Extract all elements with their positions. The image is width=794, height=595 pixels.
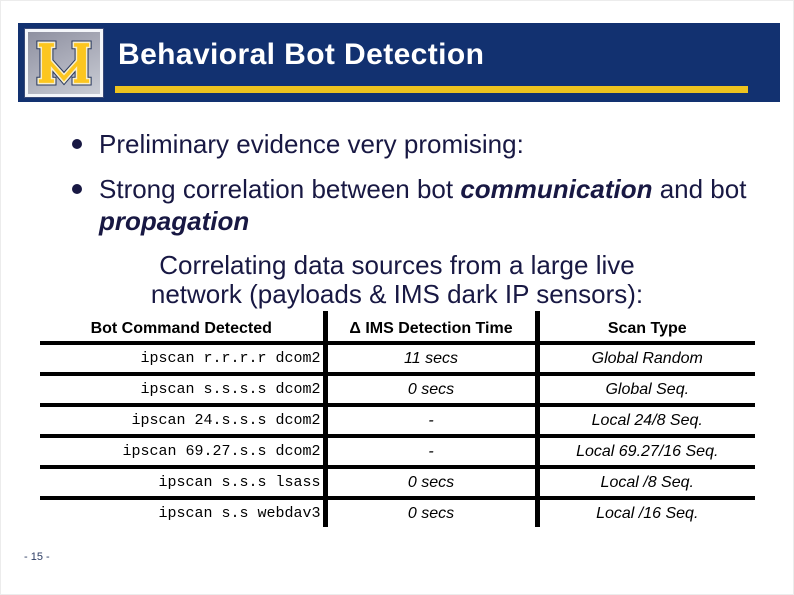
table-caption-line2: network (payloads & IMS dark IP sensors)… (150, 279, 644, 310)
cell-time: 0 secs (322, 467, 540, 500)
bullet-icon (72, 139, 82, 149)
table-caption-line1: Correlating data sources from a large li… (159, 250, 635, 280)
cell-command: ipscan r.r.r.r dcom2 (40, 343, 325, 376)
cell-scan-type: Local /8 Seq. (537, 467, 755, 500)
cell-command: ipscan s.s.s lsass (40, 467, 325, 500)
table-row: ipscan s.s.s.s dcom2 0 secs Global Seq. (40, 374, 755, 407)
column-header-scan-type: Scan Type (537, 311, 755, 345)
bullet-text: Preliminary evidence very promising: (99, 129, 524, 159)
cell-time: 0 secs (322, 374, 540, 407)
column-header-bot-command: Bot Command Detected (40, 311, 325, 345)
table-row: ipscan r.r.r.r dcom2 11 secs Global Rand… (40, 343, 755, 376)
cell-time: - (322, 405, 540, 438)
column-header-detection-time: Δ IMS Detection Time (322, 311, 540, 345)
cell-command: ipscan 24.s.s.s dcom2 (40, 405, 325, 438)
bullet-text-emphasis: communication (460, 173, 653, 204)
cell-time: 11 secs (322, 343, 540, 376)
bullet-text-middle: and bot (652, 173, 747, 204)
cell-command: ipscan 69.27.s.s dcom2 (40, 436, 325, 469)
cell-time: - (322, 436, 540, 469)
university-logo (24, 28, 104, 98)
cell-scan-type: Local 24/8 Seq. (537, 405, 755, 438)
table-row: ipscan s.s.s lsass 0 secs Local /8 Seq. (40, 467, 755, 500)
page-number: - 15 - (24, 551, 50, 563)
bullet-text-prefix: Strong correlation between bot (99, 173, 461, 204)
bullet-item: Strong correlation between bot communica… (72, 173, 762, 238)
page-title: Behavioral Bot Detection (118, 38, 485, 71)
bullet-item: Preliminary evidence very promising: (72, 128, 762, 161)
cell-time: 0 secs (322, 498, 540, 527)
detection-table: Bot Command Detected Δ IMS Detection Tim… (40, 311, 755, 527)
table-row: ipscan 24.s.s.s dcom2 - Local 24/8 Seq. (40, 405, 755, 438)
block-m-icon (36, 40, 92, 86)
table-header-row: Bot Command Detected Δ IMS Detection Tim… (40, 311, 755, 345)
cell-command: ipscan s.s.s.s dcom2 (40, 374, 325, 407)
slide-header-bar: Behavioral Bot Detection (18, 23, 780, 102)
bullet-text-emphasis: propagation (99, 206, 250, 236)
cell-command: ipscan s.s webdav3 (158, 505, 321, 522)
cell-scan-type: Local /16 Seq. (596, 504, 699, 522)
table-row: ipscan s.s webdav3 0 secs Local /16 Seq. (40, 498, 755, 527)
cell-scan-type: Global Seq. (537, 374, 755, 407)
bullet-list: Preliminary evidence very promising: Str… (72, 128, 762, 250)
table-row: ipscan 69.27.s.s dcom2 - Local 69.27/16 … (40, 436, 755, 469)
title-underline (115, 86, 748, 93)
bullet-text: Strong correlation between bot communica… (99, 173, 762, 238)
table-caption: Correlating data sources from a large li… (0, 250, 794, 310)
cell-scan-type: Global Random (537, 343, 755, 376)
cell-scan-type: Local 69.27/16 Seq. (537, 436, 755, 469)
bullet-icon (72, 183, 82, 194)
